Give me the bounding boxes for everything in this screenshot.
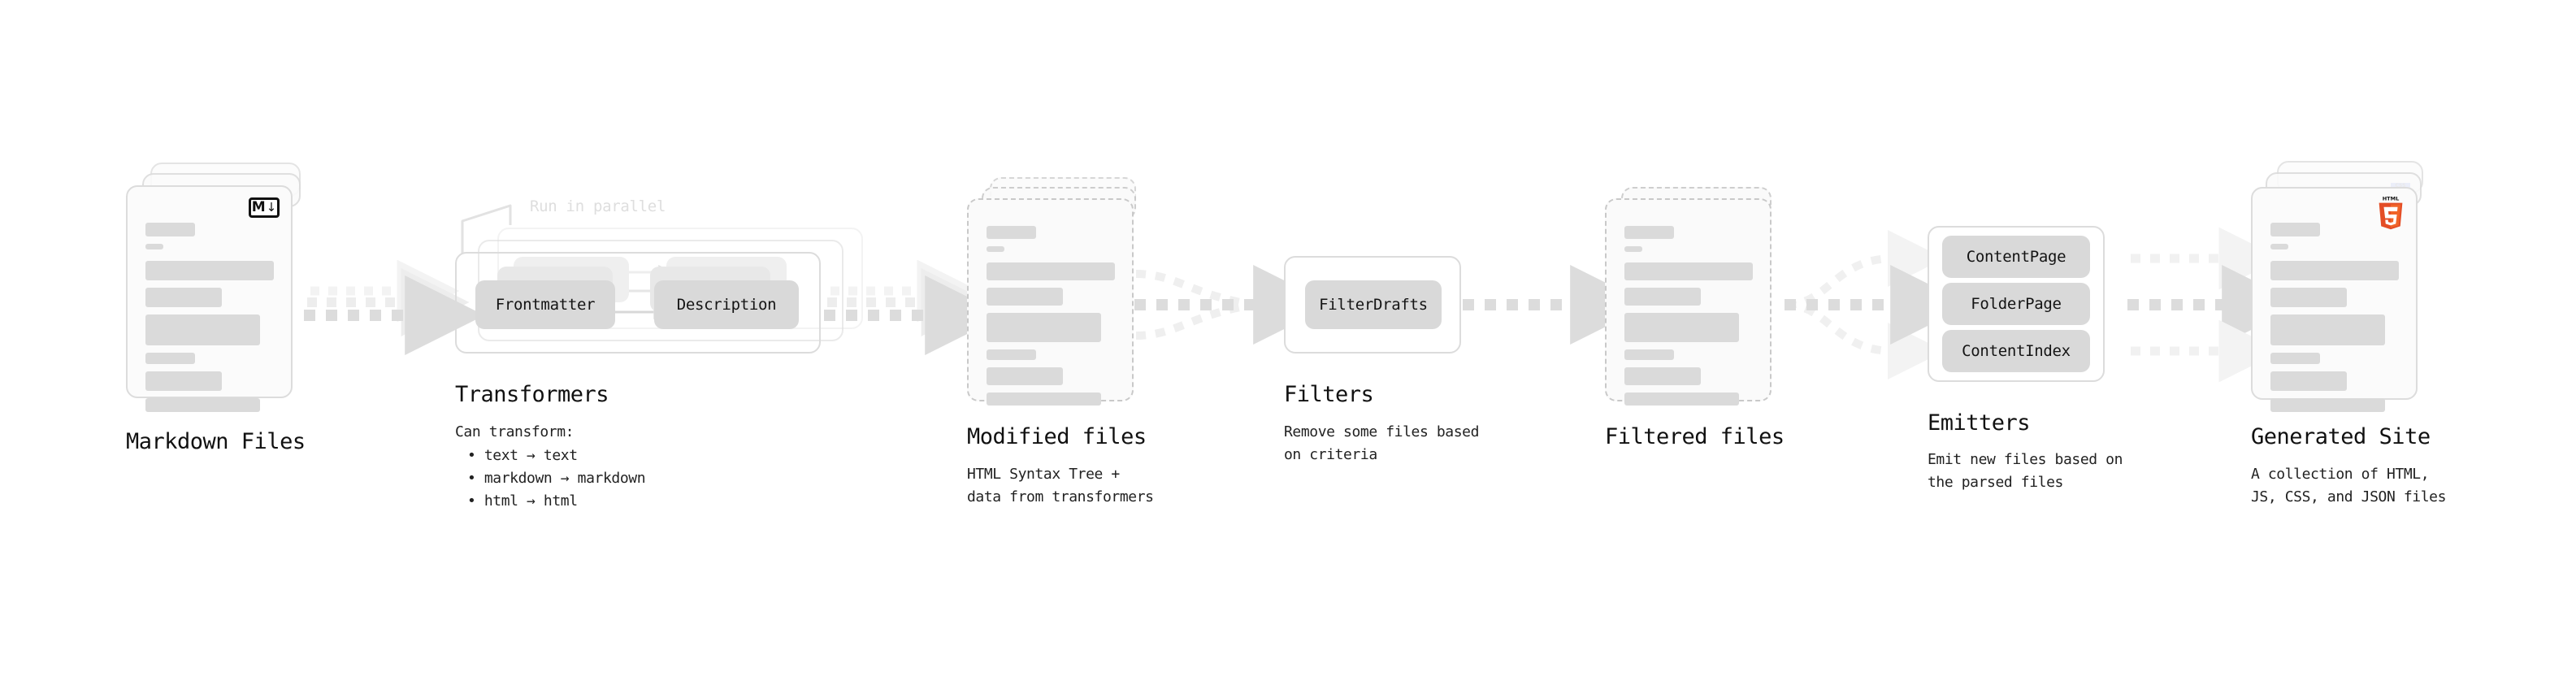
connector-emitters-to-site bbox=[2127, 227, 2302, 383]
content-bar bbox=[987, 226, 1036, 239]
generated-site-stack: CSS HTML bbox=[2251, 161, 2426, 412]
content-bar bbox=[2270, 288, 2347, 307]
transform-bullet-2: • html → html bbox=[467, 492, 578, 510]
content-bar bbox=[987, 367, 1063, 385]
filtered-file-stack bbox=[1605, 187, 1780, 423]
stage-subtitle-filters: Remove some files based on criteria bbox=[1284, 423, 1480, 463]
stage-subtitle-emitters: Emit new files based on the parsed files bbox=[1928, 451, 2123, 491]
content-bar bbox=[145, 223, 195, 236]
modified-file-card-front bbox=[967, 198, 1134, 406]
stage-title-filters: Filters bbox=[1284, 382, 1374, 407]
content-bar bbox=[2270, 244, 2288, 249]
markdown-icon-letter: M bbox=[251, 199, 266, 215]
transformer-plugin-frontmatter[interactable]: Frontmatter bbox=[475, 280, 615, 329]
content-bar bbox=[987, 262, 1115, 280]
content-bar bbox=[2270, 353, 2320, 364]
svg-text:HTML: HTML bbox=[2383, 195, 2400, 202]
content-bar bbox=[1624, 393, 1739, 406]
content-bar bbox=[987, 246, 1004, 252]
filtered-file-content bbox=[1624, 226, 1754, 413]
content-bar bbox=[2270, 371, 2347, 391]
content-bar bbox=[145, 288, 222, 307]
generated-site-card-html: HTML bbox=[2251, 187, 2418, 412]
content-bar bbox=[2270, 314, 2385, 345]
content-bar bbox=[145, 314, 260, 345]
transformer-plugin-description[interactable]: Description bbox=[654, 280, 799, 329]
transform-bullet-0: • text → text bbox=[467, 447, 578, 464]
content-bar bbox=[145, 244, 163, 249]
stage-title-generated-site: Generated Site bbox=[2251, 424, 2431, 449]
stage-subtitle-transformers: Can transform: bbox=[455, 423, 575, 440]
content-bar bbox=[2270, 261, 2399, 280]
connector-md-to-transformers bbox=[304, 259, 485, 355]
filtered-file-card-front bbox=[1605, 198, 1772, 406]
stage-title-filtered-files: Filtered files bbox=[1605, 424, 1785, 449]
content-bar bbox=[2270, 223, 2320, 236]
stage-title-transformers: Transformers bbox=[455, 382, 609, 407]
connector-modified-to-filters bbox=[1134, 265, 1334, 345]
content-bar bbox=[987, 349, 1036, 360]
emitter-plugin-contentindex[interactable]: ContentIndex bbox=[1942, 330, 2090, 372]
content-bar bbox=[1624, 288, 1701, 306]
content-bar bbox=[987, 288, 1063, 306]
content-bar bbox=[1624, 262, 1753, 280]
content-bar bbox=[1624, 349, 1674, 360]
markdown-file-card-front: M↓ bbox=[126, 185, 293, 412]
content-bar bbox=[1624, 246, 1642, 252]
markdown-file-stack: M↓ bbox=[126, 163, 301, 412]
modified-file-stack bbox=[967, 177, 1142, 413]
markdown-file-content bbox=[145, 223, 275, 419]
html5-icon: HTML bbox=[2377, 195, 2405, 231]
markdown-icon: M↓ bbox=[249, 197, 280, 218]
content-bar bbox=[1624, 313, 1739, 342]
markdown-icon-arrow: ↓ bbox=[266, 200, 277, 215]
emitter-plugin-contentpage[interactable]: ContentPage bbox=[1942, 236, 2090, 278]
transform-bullet-1: • markdown → markdown bbox=[467, 470, 646, 487]
content-bar bbox=[145, 398, 260, 412]
content-bar bbox=[1624, 367, 1701, 385]
generated-site-content bbox=[2270, 223, 2400, 419]
content-bar bbox=[987, 393, 1101, 406]
content-bar bbox=[145, 353, 195, 364]
stage-title-emitters: Emitters bbox=[1928, 410, 2031, 436]
connector-filtered-to-emitters bbox=[1785, 230, 1971, 380]
content-bar bbox=[145, 261, 274, 280]
modified-file-content bbox=[987, 226, 1116, 413]
content-bar bbox=[145, 371, 222, 391]
transformer-group-front bbox=[455, 252, 821, 354]
stage-title-modified-files: Modified files bbox=[967, 424, 1147, 449]
stage-subtitle-generated-site: A collection of HTML, JS, CSS, and JSON … bbox=[2251, 466, 2447, 505]
stage-subtitle-modified-files: HTML Syntax Tree + data from transformer… bbox=[967, 466, 1154, 505]
filter-plugin-filterdrafts[interactable]: FilterDrafts bbox=[1305, 280, 1442, 329]
stage-title-markdown-files: Markdown Files bbox=[126, 429, 306, 454]
run-in-parallel-note: Run in parallel bbox=[530, 197, 666, 215]
content-bar bbox=[1624, 226, 1674, 239]
content-bar bbox=[987, 313, 1101, 342]
content-bar bbox=[2270, 398, 2385, 412]
emitter-plugin-folderpage[interactable]: FolderPage bbox=[1942, 283, 2090, 325]
